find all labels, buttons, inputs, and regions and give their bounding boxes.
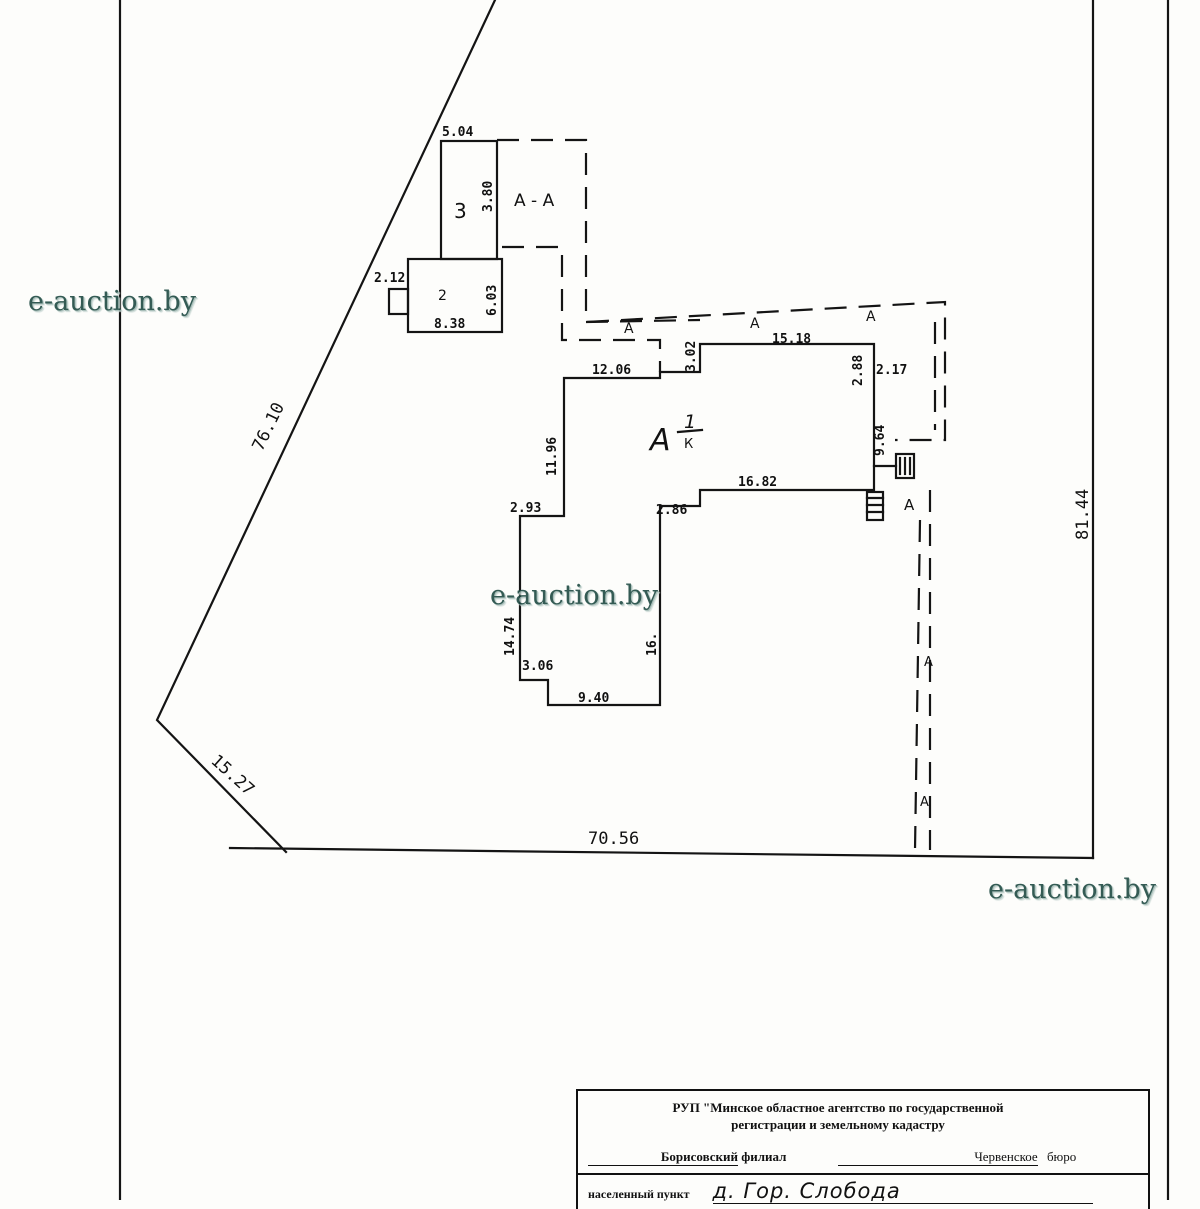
dim-9-64: 9.64 (873, 425, 888, 456)
canopy-a-east-inner (913, 519, 922, 851)
label-canopy-a-lower-2: А (920, 795, 929, 810)
dim-8-38: 8.38 (434, 317, 465, 332)
dim-3-80: 3.80 (481, 181, 496, 212)
dim-11-96: 11.96 (545, 437, 560, 476)
label-canopy-a-1: А (624, 321, 634, 337)
title-block-organization: РУП "Минское областное агентство по госу… (618, 1099, 1058, 1133)
label-canopy-a-2: А (750, 316, 760, 332)
dim-15-18: 15.18 (772, 332, 811, 347)
dim-16-cut: 16. (645, 633, 660, 656)
plot-boundary-west (155, 0, 497, 854)
dim-16-82: 16.82 (738, 475, 777, 490)
settlement-label: населенный пункт (588, 1187, 690, 1201)
dim-3-02: 3.02 (684, 341, 699, 372)
label-main-house-sub: К (684, 437, 693, 452)
canopy-a-inner (502, 245, 662, 372)
org-line-2: регистрации и земельному кадастру (731, 1117, 945, 1132)
dim-9-40: 9.40 (578, 691, 609, 706)
dim-5-04: 5.04 (442, 125, 473, 140)
stairs-south (865, 490, 885, 522)
watermark-bottom: e-auction.by (988, 874, 1156, 905)
dim-81-44: 81.44 (1073, 489, 1093, 540)
bureau-label: бюро (1046, 1149, 1077, 1164)
dim-6-03: 6.03 (485, 285, 500, 316)
label-canopy-a-3: А (866, 309, 876, 325)
dim-15-27: 15.27 (207, 751, 258, 800)
label-main-house-number: 1 (684, 411, 696, 433)
plot-boundary-south (228, 846, 1095, 860)
title-block-separator (578, 1173, 1148, 1175)
dim-2-93: 2.93 (510, 501, 541, 516)
title-block-settlement-row: населенный пункт д. Гор. Слобода (588, 1179, 1148, 1204)
dim-2-86: 2.86 (656, 503, 687, 518)
building-2-porch (387, 287, 410, 316)
title-block-branch-row: Борисовский филиал Червенское бюро (588, 1149, 1148, 1169)
org-line-1: РУП "Минское областное агентство по госу… (672, 1100, 1004, 1115)
dim-14-74: 14.74 (503, 617, 518, 656)
dim-2-17: 2.17 (876, 363, 907, 378)
dim-12-06: 12.06 (592, 363, 631, 378)
watermark-middle: e-auction.by (490, 580, 658, 611)
main-house-fraction-bar (676, 428, 704, 434)
label-canopy-a-right: А (904, 496, 915, 514)
dim-76-10: 76.10 (249, 399, 289, 454)
dim-2-12: 2.12 (374, 271, 405, 286)
dim-3-06: 3.06 (522, 659, 553, 674)
canopy-a-a-outline (497, 138, 947, 442)
label-canopy-a-a: А - А (514, 191, 555, 211)
title-block: РУП "Минское областное агентство по госу… (576, 1089, 1150, 1209)
label-building-3: 3 (454, 199, 467, 223)
branch-name: Борисовский (588, 1149, 738, 1166)
dim-70-56: 70.56 (588, 829, 639, 849)
main-house-outline (518, 342, 876, 707)
branch-label: филиал (741, 1149, 787, 1164)
watermark-top: e-auction.by (28, 286, 196, 317)
settlement-value: д. Гор. Слобода (712, 1179, 1093, 1204)
bureau-name: Червенское (837, 1149, 1038, 1166)
label-main-house-letter: А (648, 423, 671, 458)
label-building-2: 2 (438, 288, 447, 304)
label-canopy-a-lower-1: А (924, 655, 933, 670)
dim-2-88: 2.88 (851, 355, 866, 386)
canopy-a-top (585, 318, 701, 324)
stairs-east (894, 452, 916, 480)
